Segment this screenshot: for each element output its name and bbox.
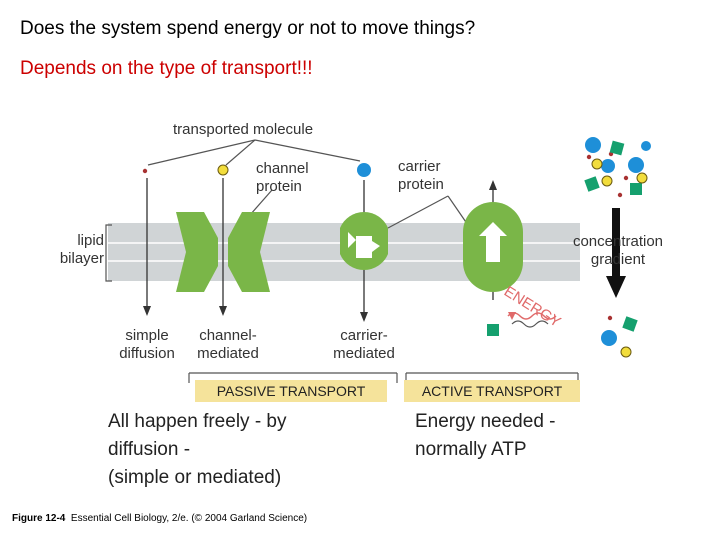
active-note: Energy needed - normally ATP xyxy=(415,411,556,460)
carrier-protein-label: carrier protein xyxy=(398,158,444,193)
low-concentration-molecules xyxy=(601,315,638,358)
passive-transport-label: PASSIVE TRANSPORT xyxy=(216,383,366,399)
channel-mediated-label: channel- mediated xyxy=(197,327,259,362)
molecule-pointer-lines xyxy=(147,139,471,229)
passive-note: All happen freely - by diffusion - (simp… xyxy=(108,411,287,488)
carrier-protein-active xyxy=(463,180,523,336)
active-transport-label: ACTIVE TRANSPORT xyxy=(421,383,563,399)
bilayer-bracket xyxy=(105,224,112,282)
simple-diffusion-label: simple diffusion xyxy=(119,327,175,362)
slide-title: Does the system spend energy or not to m… xyxy=(20,18,476,39)
transported-molecule-label: transported molecule xyxy=(173,121,314,138)
concentration-gradient-arrow xyxy=(606,208,626,298)
energy-label: ENERGY xyxy=(501,283,564,331)
high-concentration-molecules xyxy=(584,137,651,198)
carrier-mediated-label: carrier- mediated xyxy=(333,327,395,362)
carrier-protein-passive xyxy=(340,163,388,322)
lipid-bilayer-label: lipid bilayer xyxy=(59,232,104,267)
channel-protein xyxy=(176,164,270,316)
concentration-gradient-label: concentration gradient xyxy=(572,233,664,268)
energy-squiggle xyxy=(507,312,557,328)
simple-diffusion-arrow xyxy=(142,168,151,316)
channel-protein-label: channel protein xyxy=(256,160,309,195)
slide-subtitle: Depends on the type of transport!!! xyxy=(20,58,313,79)
figure-caption: Figure 12-4 Essential Cell Biology, 2/e.… xyxy=(12,513,308,524)
transport-bracket-bars xyxy=(188,372,580,402)
